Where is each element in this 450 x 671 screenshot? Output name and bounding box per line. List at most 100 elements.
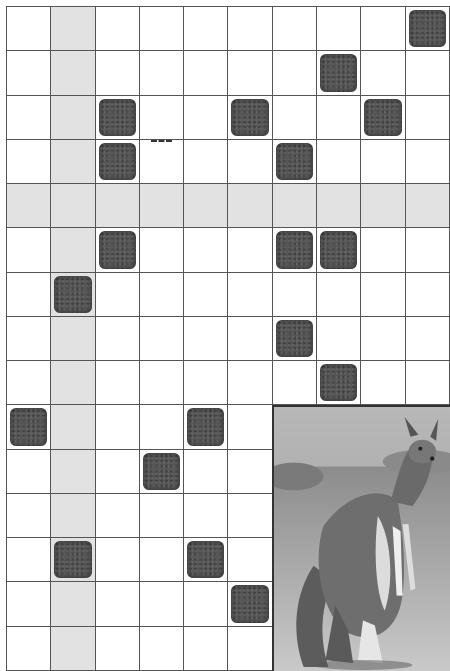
grid-cell[interactable] bbox=[184, 538, 228, 582]
grid-cell[interactable] bbox=[7, 450, 51, 494]
grid-cell[interactable] bbox=[406, 273, 450, 317]
grid-cell[interactable] bbox=[51, 627, 95, 671]
grid-cell[interactable] bbox=[51, 51, 95, 95]
grid-cell[interactable] bbox=[7, 361, 51, 405]
grid-cell[interactable] bbox=[184, 273, 228, 317]
grid-cell[interactable] bbox=[184, 405, 228, 449]
grid-cell[interactable] bbox=[317, 96, 361, 140]
grid-cell[interactable] bbox=[7, 7, 51, 51]
grid-cell[interactable] bbox=[140, 450, 184, 494]
grid-cell[interactable] bbox=[361, 96, 405, 140]
grid-cell[interactable] bbox=[140, 51, 184, 95]
grid-cell[interactable] bbox=[51, 7, 95, 51]
grid-cell[interactable] bbox=[361, 273, 405, 317]
grid-cell[interactable] bbox=[317, 228, 361, 272]
grid-cell[interactable] bbox=[228, 184, 272, 228]
grid-cell[interactable] bbox=[51, 494, 95, 538]
grid-cell[interactable] bbox=[317, 317, 361, 361]
grid-cell[interactable] bbox=[273, 51, 317, 95]
grid-cell[interactable] bbox=[317, 273, 361, 317]
grid-cell[interactable] bbox=[361, 140, 405, 184]
grid-cell[interactable] bbox=[140, 317, 184, 361]
grid-cell[interactable] bbox=[361, 228, 405, 272]
grid-cell[interactable] bbox=[96, 538, 140, 582]
grid-cell[interactable] bbox=[184, 140, 228, 184]
grid-cell[interactable] bbox=[228, 538, 272, 582]
grid-cell[interactable] bbox=[7, 538, 51, 582]
grid-cell[interactable] bbox=[406, 184, 450, 228]
grid-cell[interactable] bbox=[51, 405, 95, 449]
grid-cell[interactable] bbox=[184, 184, 228, 228]
grid-cell[interactable] bbox=[273, 96, 317, 140]
grid-cell[interactable] bbox=[317, 140, 361, 184]
grid-cell[interactable] bbox=[317, 361, 361, 405]
grid-cell[interactable] bbox=[51, 273, 95, 317]
grid-cell[interactable] bbox=[228, 405, 272, 449]
grid-cell[interactable] bbox=[140, 184, 184, 228]
grid-cell[interactable] bbox=[228, 361, 272, 405]
grid-cell[interactable] bbox=[7, 405, 51, 449]
grid-cell[interactable] bbox=[228, 273, 272, 317]
grid-cell[interactable] bbox=[140, 494, 184, 538]
grid-cell[interactable] bbox=[273, 317, 317, 361]
grid-cell[interactable] bbox=[273, 140, 317, 184]
grid-cell[interactable] bbox=[228, 96, 272, 140]
grid-cell[interactable] bbox=[228, 317, 272, 361]
grid-cell[interactable] bbox=[140, 627, 184, 671]
grid-cell[interactable] bbox=[317, 51, 361, 95]
grid-cell[interactable] bbox=[184, 96, 228, 140]
grid-cell[interactable] bbox=[361, 317, 405, 361]
grid-cell[interactable] bbox=[273, 361, 317, 405]
grid-cell[interactable] bbox=[273, 7, 317, 51]
grid-cell[interactable] bbox=[228, 627, 272, 671]
grid-cell[interactable] bbox=[7, 51, 51, 95]
grid-cell[interactable] bbox=[273, 184, 317, 228]
grid-cell[interactable] bbox=[51, 140, 95, 184]
grid-cell[interactable] bbox=[273, 228, 317, 272]
grid-cell[interactable] bbox=[406, 228, 450, 272]
grid-cell[interactable] bbox=[96, 361, 140, 405]
grid-cell[interactable] bbox=[361, 7, 405, 51]
grid-cell[interactable] bbox=[140, 228, 184, 272]
grid-cell[interactable] bbox=[96, 51, 140, 95]
grid-cell[interactable] bbox=[7, 96, 51, 140]
grid-cell[interactable] bbox=[96, 494, 140, 538]
grid-cell[interactable] bbox=[228, 228, 272, 272]
grid-cell[interactable] bbox=[406, 51, 450, 95]
grid-cell[interactable] bbox=[140, 7, 184, 51]
grid-cell[interactable] bbox=[228, 450, 272, 494]
grid-cell[interactable] bbox=[184, 228, 228, 272]
grid-cell[interactable] bbox=[96, 96, 140, 140]
grid-cell[interactable] bbox=[7, 273, 51, 317]
grid-cell[interactable] bbox=[96, 273, 140, 317]
grid-cell[interactable] bbox=[361, 51, 405, 95]
grid-cell[interactable] bbox=[96, 140, 140, 184]
grid-cell[interactable] bbox=[7, 317, 51, 361]
grid-cell[interactable] bbox=[140, 582, 184, 626]
grid-cell[interactable] bbox=[317, 7, 361, 51]
grid-cell[interactable] bbox=[96, 317, 140, 361]
grid-cell[interactable] bbox=[96, 450, 140, 494]
grid-cell[interactable] bbox=[273, 273, 317, 317]
grid-cell[interactable] bbox=[7, 582, 51, 626]
grid-cell[interactable] bbox=[51, 228, 95, 272]
grid-cell[interactable] bbox=[406, 140, 450, 184]
grid-cell[interactable] bbox=[7, 184, 51, 228]
grid-cell[interactable] bbox=[96, 184, 140, 228]
grid-cell[interactable] bbox=[228, 494, 272, 538]
grid-cell[interactable] bbox=[7, 627, 51, 671]
grid-cell[interactable] bbox=[406, 96, 450, 140]
grid-cell[interactable] bbox=[184, 7, 228, 51]
grid-cell[interactable] bbox=[184, 51, 228, 95]
grid-cell[interactable] bbox=[184, 317, 228, 361]
grid-cell[interactable] bbox=[96, 582, 140, 626]
grid-cell[interactable] bbox=[140, 96, 184, 140]
grid-cell[interactable] bbox=[96, 228, 140, 272]
grid-cell[interactable] bbox=[140, 405, 184, 449]
grid-cell[interactable] bbox=[96, 405, 140, 449]
grid-cell[interactable] bbox=[51, 361, 95, 405]
grid-cell[interactable] bbox=[406, 7, 450, 51]
grid-cell[interactable] bbox=[51, 450, 95, 494]
grid-cell[interactable] bbox=[184, 361, 228, 405]
grid-cell[interactable] bbox=[228, 582, 272, 626]
